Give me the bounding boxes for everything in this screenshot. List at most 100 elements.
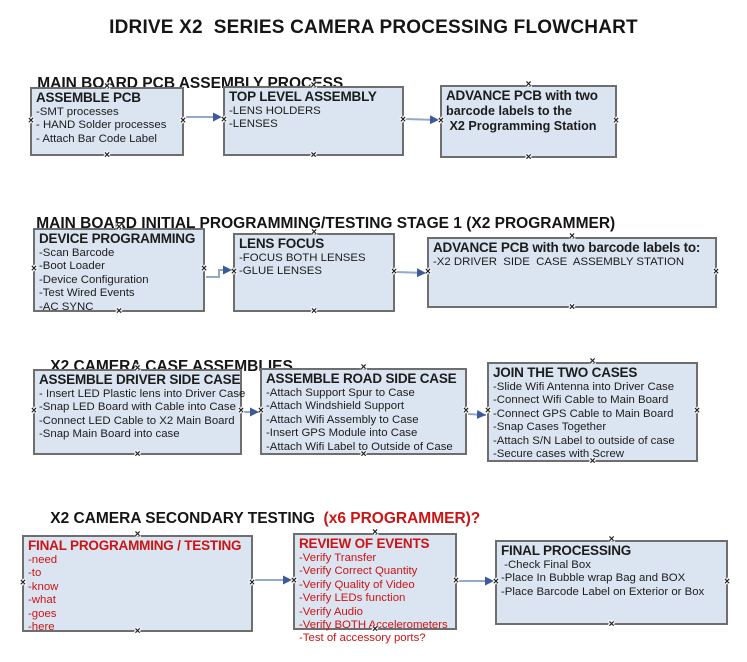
box-line: -Device Configuration <box>39 273 149 286</box>
box-title: DEVICE PROGRAMMING <box>39 231 196 246</box>
flow-box-lens-focus[interactable]: LENS FOCUS -FOCUS BOTH LENSES-GLUE LENSE… <box>231 228 397 317</box>
connection-handle-icon: × <box>31 263 37 275</box>
box-line: -X2 DRIVER SIDE CASE ASSEMBLY STATION <box>433 256 685 268</box>
box-line: -what <box>28 594 56 607</box>
box-title: JOIN THE TWO CASES <box>493 365 638 380</box>
section-heading-secondary-testing: X2 CAMERA SECONDARY TESTING (x6 PROGRAMM… <box>50 510 481 527</box>
connection-handle-icon: × <box>249 577 255 589</box>
box-line: -Place In Bubble wrap Bag and BOX <box>501 572 686 585</box>
flow-box-advance-pcb-driver-side-station[interactable]: ADVANCE PCB with two barcode labels to: … <box>425 232 719 313</box>
box-lines: - Insert LED Plastic lens into Driver Ca… <box>39 388 246 442</box>
connection-handle-icon: × <box>694 405 700 417</box>
box-title: ASSEMBLE DRIVER SIDE CASE <box>39 372 241 387</box>
flow-box-assemble-driver-side-case[interactable]: ASSEMBLE DRIVER SIDE CASE - Insert LED P… <box>31 364 246 460</box>
connection-handle-icon: × <box>463 405 469 417</box>
box-line: -know <box>28 580 59 593</box>
box-line: -Connect GPS Cable to Main Board <box>493 407 674 420</box>
connection-handle-icon: × <box>425 266 431 278</box>
box-lines: -need-to-know-what-goes-here <box>28 554 247 634</box>
connection-handle-icon: × <box>134 449 141 460</box>
box-line: -Check Final Box <box>501 559 591 571</box>
connection-handle-icon: × <box>360 449 367 460</box>
box-line: -Boot Loader <box>39 260 105 273</box>
box-lines: -Check Final Box-Place In Bubble wrap Ba… <box>501 559 722 599</box>
connection-handle-icon: × <box>485 405 491 417</box>
box-lines: -Attach Support Spur to Case-Attach Wind… <box>266 387 461 454</box>
connection-handle-icon: × <box>608 619 615 630</box>
connection-handle-icon: × <box>134 626 141 637</box>
box-title: REVIEW OF EVENTS <box>299 536 430 551</box>
connection-handle-icon: × <box>310 80 317 91</box>
flow-box-join-the-two-cases[interactable]: JOIN THE TWO CASES -Slide Wifi Antenna i… <box>485 357 700 467</box>
connection-handle-icon: × <box>104 150 110 161</box>
connection-handle-icon: × <box>360 362 367 373</box>
connector-arrow[interactable] <box>467 410 487 419</box>
box-line: - HAND Solder processes <box>36 119 167 132</box>
flow-box-final-processing[interactable]: FINAL PROCESSING -Check Final Box-Place … <box>493 535 730 630</box>
connection-handle-icon: × <box>116 306 122 317</box>
connector-arrow[interactable] <box>404 115 440 125</box>
flow-box-review-of-events[interactable]: REVIEW OF EVENTS -Verify Transfer-Verify… <box>291 528 459 645</box>
box-line: -FOCUS BOTH LENSES <box>239 252 366 264</box>
box-line: -LENSES <box>229 118 278 131</box>
box-title: ADVANCE PCB with two barcode labels to: <box>433 240 701 255</box>
connection-handle-icon: × <box>134 529 141 540</box>
box-lines: -Verify Transfer-Verify Correct Quantity… <box>299 552 451 646</box>
box-lines: -Scan Barcode-Boot Loader-Device Configu… <box>39 247 199 314</box>
page-title: IDRIVE X2 SERIES CAMERA PROCESSING FLOWC… <box>109 17 638 38</box>
box-lines: -X2 DRIVER SIDE CASE ASSEMBLY STATION <box>433 256 711 269</box>
box-line: -Attach Windshield Support <box>266 400 405 413</box>
section-heading-red-part: (x6 PROGRAMMER)? <box>319 510 481 527</box>
connection-handle-icon: × <box>391 266 397 278</box>
box-line: - Insert LED Plastic lens into Driver Ca… <box>39 388 246 400</box>
flow-box-top-level-assembly[interactable]: TOP LEVEL ASSEMBLY -LENS HOLDERS-LENSES … <box>221 81 406 161</box>
connector-arrow[interactable] <box>206 265 232 278</box>
connection-handle-icon: × <box>569 302 575 313</box>
flow-box-assemble-pcb[interactable]: ASSEMBLE PCB -SMT processes- HAND Solder… <box>28 82 186 161</box>
connection-handle-icon: × <box>31 405 37 417</box>
box-line: -Verify BOTH Accelerometers <box>299 619 448 632</box>
box-lines: barcode labels to the X2 Programming Sta… <box>446 104 611 134</box>
connection-handle-icon: × <box>525 79 532 90</box>
box-line: X2 Programming Station <box>446 119 597 133</box>
box-line: -GLUE LENSES <box>239 265 322 278</box>
box-line: -AC SYNC <box>39 300 94 313</box>
box-line: -Verify Audio <box>299 605 363 618</box>
flow-box-advance-pcb-programming-station[interactable]: ADVANCE PCB with two barcode labels to t… <box>438 80 619 163</box>
connection-handle-icon: × <box>608 534 615 545</box>
connection-handle-icon: × <box>525 152 532 163</box>
connection-handle-icon: × <box>493 576 499 588</box>
connection-handle-icon: × <box>201 263 207 275</box>
flow-box-final-programming-testing[interactable]: FINAL PROGRAMMING / TESTING -need-to-kno… <box>20 530 255 637</box>
box-line: -Secure cases with Screw <box>493 448 625 461</box>
connection-handle-icon: × <box>180 115 186 127</box>
connection-handle-icon: × <box>589 456 596 467</box>
box-line: -to <box>28 567 42 580</box>
connection-handle-icon: × <box>116 222 122 233</box>
box-lines: -LENS HOLDERS-LENSES <box>229 105 398 132</box>
box-title: FINAL PROCESSING <box>501 543 632 558</box>
box-line: -Verify Transfer <box>299 552 377 564</box>
box-lines: -SMT processes- HAND Solder processes- A… <box>36 106 178 146</box>
box-line: -SMT processes <box>36 106 119 118</box>
flow-box-device-programming[interactable]: DEVICE PROGRAMMING -Scan Barcode-Boot Lo… <box>31 223 207 317</box>
box-line: -Snap Cases Together <box>493 421 607 434</box>
box-line: -Verify Quality of Video <box>299 578 415 591</box>
box-line: - Attach Bar Code Label <box>36 132 157 145</box>
connector-arrow[interactable] <box>395 268 427 278</box>
flow-box-assemble-road-side-case[interactable]: ASSEMBLE ROAD SIDE CASE -Attach Support … <box>258 363 469 460</box>
box-line: -Verify Correct Quantity <box>299 565 418 578</box>
connection-handle-icon: × <box>258 405 264 417</box>
box-title: ASSEMBLE ROAD SIDE CASE <box>266 371 457 386</box>
box-line: -here <box>28 621 55 634</box>
connection-handle-icon: × <box>231 266 237 278</box>
box-line: -Snap LED Board with Cable into Case <box>39 401 236 414</box>
connection-handle-icon: × <box>291 575 297 587</box>
connection-handle-icon: × <box>724 576 730 588</box>
connection-handle-icon: × <box>28 115 34 127</box>
box-line: -Attach Wifi Assembly to Case <box>266 413 419 426</box>
box-line: -Verify LEDs function <box>299 592 406 605</box>
box-line: -Attach Wifi Label to Outside of Case <box>266 440 453 453</box>
connection-handle-icon: × <box>372 527 378 538</box>
